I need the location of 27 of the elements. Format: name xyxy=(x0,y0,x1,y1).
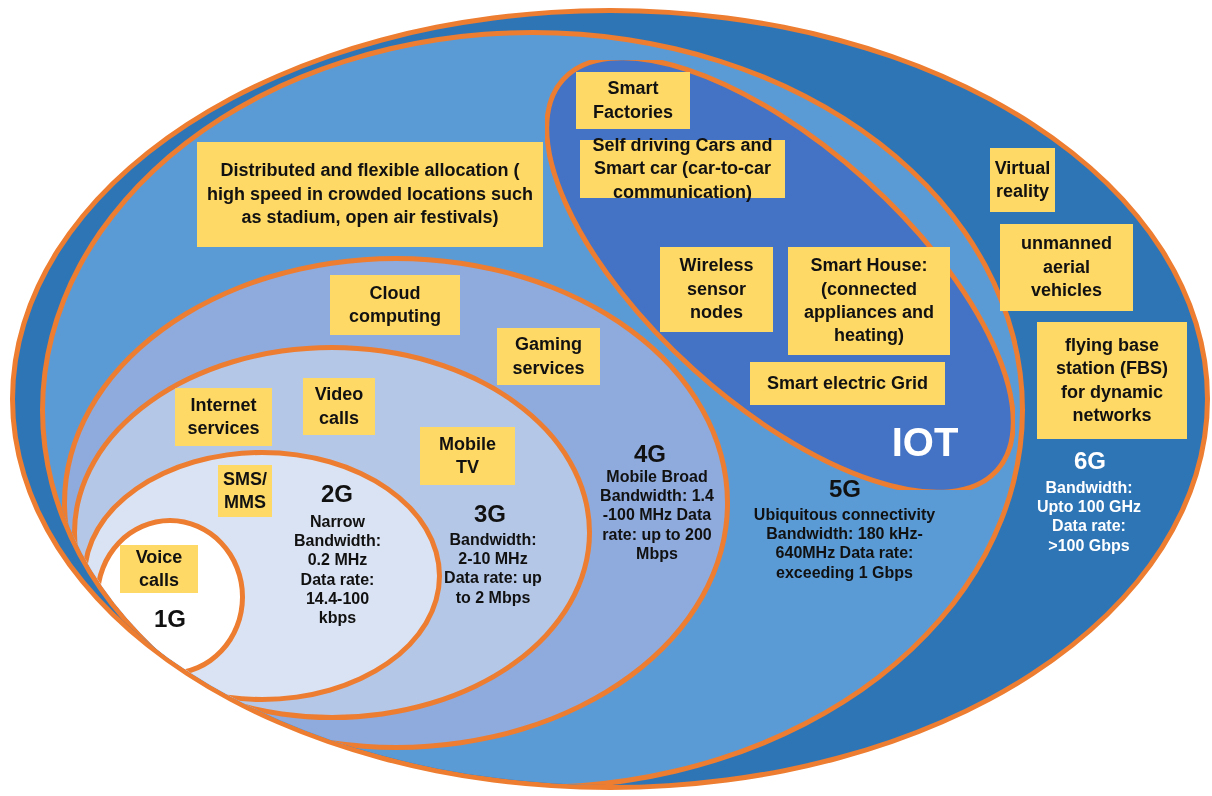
feature-tag: unmanned aerial vehicles xyxy=(1000,224,1133,311)
spec-text: Mobile Broad Bandwidth: 1.4 -100 MHz Data rate: up to 200 Mbps xyxy=(599,467,715,563)
feature-tag: Mobile TV xyxy=(420,427,515,485)
feature-tag: Video calls xyxy=(303,378,375,435)
feature-tag: Smart House: (connected appliances and heating) xyxy=(788,247,950,355)
spec-text: Bandwidth: Upto 100 GHz Data rate: >100 Gbps xyxy=(1036,478,1142,555)
feature-tag: Internet services xyxy=(175,388,272,446)
feature-tag: Wireless sensor nodes xyxy=(660,247,773,332)
generation-label: 3G xyxy=(473,500,507,529)
generation-label: 5G xyxy=(828,475,862,504)
feature-tag: Smart Factories xyxy=(576,72,690,129)
feature-tag: Distributed and flexible allocation ( high speed in crowded locations such as stadium, open air festivals) xyxy=(197,142,543,247)
feature-tag: Cloud computing xyxy=(330,275,460,335)
feature-tag: flying base station (FBS) for dynamic networks xyxy=(1037,322,1187,439)
feature-tag: SMS/ MMS xyxy=(218,465,272,517)
group-label: IOT xyxy=(890,419,960,466)
generation-label: 2G xyxy=(320,480,354,509)
spec-text: Ubiquitous connectivity Bandwidth: 180 kHz-640MHz Data rate: exceeding 1 Gbps xyxy=(752,505,937,582)
feature-tag: Voice calls xyxy=(120,545,198,593)
generation-label: 4G xyxy=(633,440,667,469)
spec-text: Narrow Bandwidth: 0.2 MHz Data rate: 14.4-100 kbps xyxy=(292,512,383,628)
generation-label: 6G xyxy=(1073,447,1107,476)
feature-tag: Gaming services xyxy=(497,328,600,385)
spec-text: Bandwidth: 2-10 MHz Data rate: up to 2 Mbps xyxy=(444,530,542,607)
feature-tag: Smart electric Grid xyxy=(750,362,945,405)
feature-tag: Virtual reality xyxy=(990,148,1055,212)
generation-label: 1G xyxy=(153,605,187,634)
